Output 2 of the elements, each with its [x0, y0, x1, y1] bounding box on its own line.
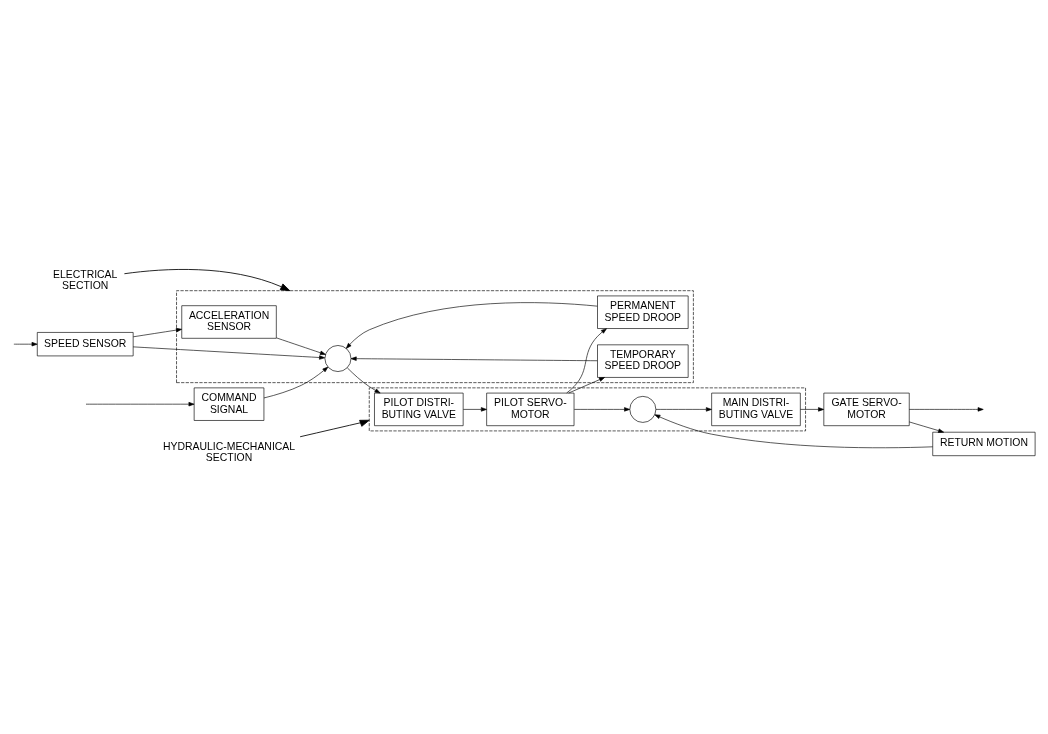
node-text: ELECTRICAL SECTION: [53, 268, 118, 292]
node-text: HYDRAULIC-MECHANICAL SECTION: [163, 440, 296, 464]
